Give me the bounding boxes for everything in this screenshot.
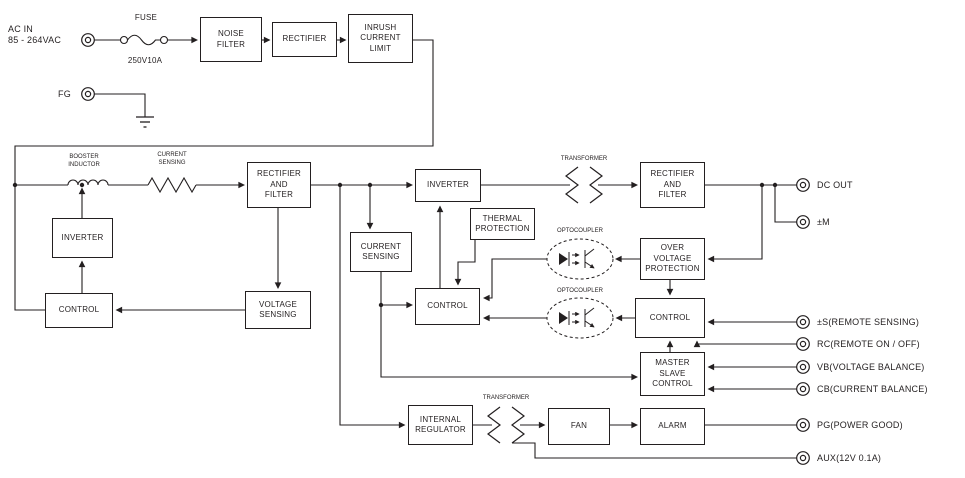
fuse-icon (119, 34, 169, 46)
dc-out-label: DC OUT (817, 180, 853, 190)
inrush-current-limit-box: INRUSH CURRENT LIMIT (348, 14, 413, 63)
inverter-main-box: INVERTER (415, 169, 481, 202)
transformer-aux-label: TRANSFORMER (482, 395, 530, 401)
rectifier-filter-pfc-box: RECTIFIER AND FILTER (247, 162, 311, 208)
ground-icon (136, 116, 154, 128)
remote-on-off-terminal-icon (796, 337, 810, 351)
control-pfc-box: CONTROL (45, 293, 113, 328)
control-primary-box: CONTROL (415, 288, 480, 325)
voltage-sensing-box: VOLTAGE SENSING (245, 291, 311, 329)
current-balance-terminal-icon (796, 382, 810, 396)
current-sense-resistor-icon (147, 176, 197, 194)
alarm-box: ALARM (640, 408, 705, 445)
booster-inductor-label: BOOSTER INDUCTOR (68, 154, 100, 169)
m-label: ±M (817, 217, 830, 227)
aux-terminal-icon (796, 451, 810, 465)
fuse-rating: 250V10A (127, 56, 163, 65)
fg-label: FG (58, 89, 71, 99)
current-sensing-label: CURRENT SENSING (157, 152, 187, 167)
aux-label: AUX(12V 0.1A) (817, 453, 882, 463)
power-good-terminal-icon (796, 418, 810, 432)
dc-out-terminal-icon (796, 178, 810, 192)
rectifier-input-box: RECTIFIER (272, 22, 337, 57)
ac-in-label: AC IN 85 - 264VAC (8, 24, 61, 47)
voltage-balance-terminal-icon (796, 360, 810, 374)
ac-in-line1: AC IN (8, 24, 34, 34)
terminals (81, 33, 810, 465)
junction-dots (12, 182, 778, 308)
rectifier-filter-output-box: RECTIFIER AND FILTER (640, 162, 705, 208)
optocoupler-upper-label: OPTOCOUPLER (557, 228, 603, 234)
ac-in-terminal-icon (81, 33, 95, 47)
optocoupler-upper-icon (546, 238, 614, 280)
remote-sensing-terminal-icon (796, 315, 810, 329)
main-transformer-icon (565, 166, 603, 204)
master-slave-control-box: MASTER SLAVE CONTROL (640, 352, 705, 396)
optocoupler-lower-icon (546, 297, 614, 339)
current-sensing-box: CURRENT SENSING (350, 232, 412, 272)
noise-filter-box: NOISE FILTER (200, 17, 262, 62)
remote-sensing-label: ±S(REMOTE SENSING) (817, 317, 920, 327)
current-balance-label: CB(CURRENT BALANCE) (817, 384, 928, 394)
internal-regulator-box: INTERNAL REGULATOR (408, 405, 473, 445)
fg-terminal-icon (81, 87, 95, 101)
m-terminal-icon (796, 215, 810, 229)
fuse-label: FUSE (134, 13, 158, 22)
aux-transformer-icon (487, 406, 525, 444)
thermal-protection-box: THERMAL PROTECTION (470, 208, 535, 240)
transformer-main-label: TRANSFORMER (560, 156, 608, 162)
ac-in-line2: 85 - 264VAC (8, 35, 62, 46)
voltage-balance-label: VB(VOLTAGE BALANCE) (817, 362, 925, 372)
remote-on-off-label: RC(REMOTE ON / OFF) (817, 339, 920, 349)
control-secondary-box: CONTROL (635, 298, 705, 338)
booster-inductor-icon (67, 179, 109, 186)
wires (14, 36, 797, 459)
power-good-label: PG(POWER GOOD) (817, 420, 903, 430)
fan-box: FAN (548, 408, 610, 445)
optocoupler-lower-label: OPTOCOUPLER (557, 288, 603, 294)
over-voltage-protection-box: OVER VOLTAGE PROTECTION (640, 238, 705, 280)
inverter-pfc-box: INVERTER (52, 218, 113, 258)
